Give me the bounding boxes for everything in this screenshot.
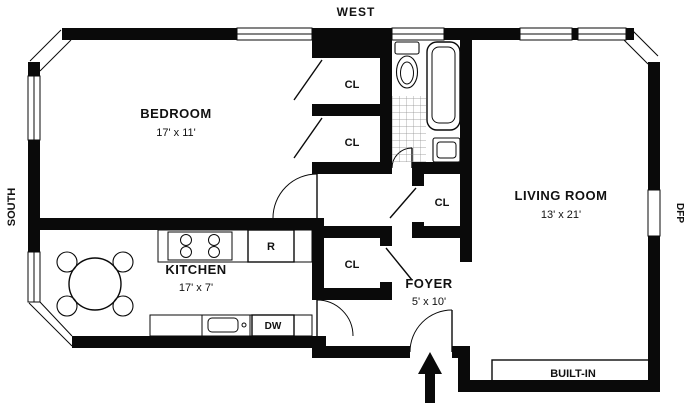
- chair: [56, 251, 78, 273]
- corner-window-top-left: [29, 29, 72, 72]
- built-in-label: BUILT-IN: [550, 368, 596, 380]
- kitchen-counter-top: [157, 229, 313, 263]
- dishwasher: [251, 314, 295, 337]
- bathtub: [426, 41, 461, 131]
- kitchen-name: KITCHEN: [165, 262, 226, 277]
- bathroom-window-top: [391, 27, 445, 41]
- bedroom-name: BEDROOM: [140, 106, 211, 121]
- bedroom-window-left: [27, 75, 41, 141]
- closet-label-4: CL: [345, 259, 360, 271]
- living-room-name: LIVING ROOM: [515, 188, 608, 203]
- living-room-window-top-1: [519, 27, 573, 41]
- bathroom-tile-floor: [392, 96, 426, 162]
- toilet: [394, 41, 420, 89]
- corner-window-bottom-left: [28, 301, 73, 347]
- chair: [112, 251, 134, 273]
- compass-south: SOUTH: [6, 188, 18, 227]
- foyer-dims: 5' x 10': [412, 296, 446, 308]
- windows: [27, 27, 659, 347]
- bedroom-door: [272, 173, 318, 219]
- living-room-dims: 13' x 21': [541, 209, 581, 221]
- chair: [112, 295, 134, 317]
- entry-arrow: [418, 352, 442, 403]
- kitchen-sink: [201, 314, 251, 337]
- labels: WEST SOUTH DFP BEDROOM 17' x 11' KITCHEN…: [6, 5, 685, 380]
- kitchen-fixtures: [56, 229, 313, 337]
- table-top: [68, 257, 122, 311]
- closet-label-1: CL: [345, 79, 360, 91]
- closet-label-3: CL: [435, 197, 450, 209]
- dfp-recess: [647, 189, 661, 237]
- refrigerator: [247, 229, 295, 263]
- compass-west: WEST: [337, 5, 376, 19]
- corner-window-top-right: [623, 29, 659, 65]
- stove: [167, 231, 233, 261]
- dining-table: [56, 251, 134, 317]
- bathroom-sink: [432, 137, 461, 163]
- dishwasher-label: DW: [265, 321, 282, 332]
- entry-door: [409, 309, 453, 353]
- kitchen-door: [316, 299, 354, 337]
- living-room-window-top-2: [577, 27, 627, 41]
- foyer-name: FOYER: [405, 276, 452, 291]
- kitchen-window-left: [27, 251, 41, 303]
- built-in-unit: [491, 359, 655, 387]
- bedroom-dims: 17' x 11': [156, 127, 195, 139]
- chair: [56, 295, 78, 317]
- bathroom: [392, 41, 461, 163]
- closet-door-4: [385, 247, 413, 281]
- closet-label-2: CL: [345, 137, 360, 149]
- bedroom-window-top: [236, 27, 313, 41]
- closet-door-3: [389, 187, 417, 219]
- refrigerator-label: R: [267, 241, 275, 253]
- kitchen-dims: 17' x 7': [179, 282, 213, 294]
- living-room-fixtures: [491, 189, 661, 387]
- closet-door-1: [293, 59, 323, 101]
- closet-door-2: [293, 117, 323, 159]
- doors: [272, 59, 453, 353]
- dfp-label: DFP: [674, 203, 685, 223]
